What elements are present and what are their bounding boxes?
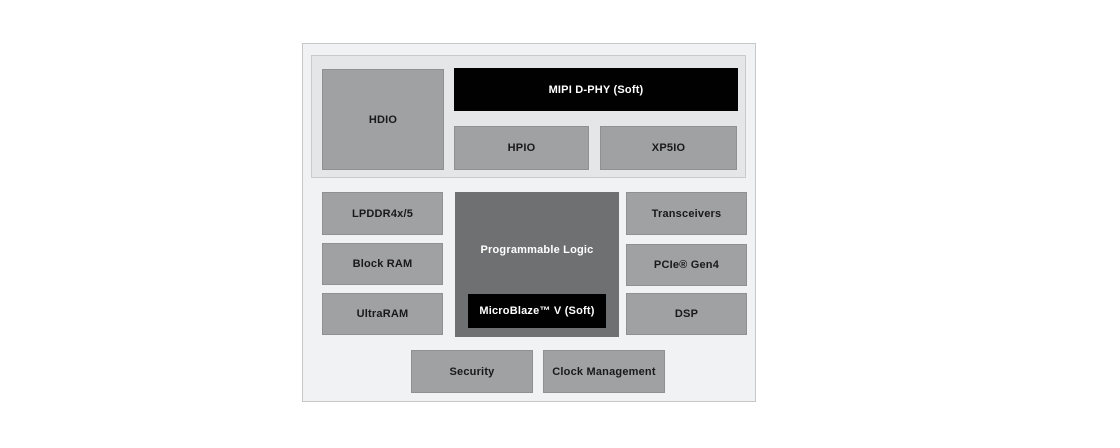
block-mipi-dphy-label: MIPI D-PHY (Soft) (548, 83, 644, 96)
block-hdio-label: HDIO (368, 113, 398, 126)
fpga-block-diagram: HDIO MIPI D-PHY (Soft) HPIO XP5IO LPDDR4… (302, 43, 756, 402)
block-mipi-dphy: MIPI D-PHY (Soft) (454, 68, 738, 111)
programmable-logic-label-area: Programmable Logic (455, 192, 619, 294)
block-pcie-gen4-label: PCIe® Gen4 (653, 259, 720, 271)
io-banks-section: HDIO MIPI D-PHY (Soft) HPIO XP5IO (311, 55, 746, 178)
block-clock-management: Clock Management (543, 350, 665, 393)
block-hdio: HDIO (322, 69, 444, 170)
block-transceivers: Transceivers (626, 192, 747, 235)
block-programmable-logic-label: Programmable Logic (480, 244, 594, 256)
block-ultraram-label: UltraRAM (356, 308, 409, 320)
block-block-ram: Block RAM (322, 243, 443, 285)
block-lpddr4x5: LPDDR4x/5 (322, 192, 443, 235)
block-xp5io-label: XP5IO (651, 142, 686, 154)
block-xp5io: XP5IO (600, 126, 737, 170)
block-dsp-label: DSP (674, 308, 699, 320)
block-transceivers-label: Transceivers (651, 207, 722, 220)
block-dsp: DSP (626, 293, 747, 335)
block-microblaze-v-label: MicroBlaze™ V (Soft) (479, 305, 595, 317)
block-ultraram: UltraRAM (322, 293, 443, 335)
block-security-label: Security (449, 365, 495, 378)
block-pcie-gen4: PCIe® Gen4 (626, 244, 747, 286)
block-microblaze-v: MicroBlaze™ V (Soft) (468, 294, 606, 328)
block-block-ram-label: Block RAM (352, 258, 413, 270)
block-clock-management-label: Clock Management (552, 365, 656, 378)
block-security: Security (411, 350, 533, 393)
block-lpddr4x5-label: LPDDR4x/5 (351, 207, 414, 220)
block-hpio: HPIO (454, 126, 589, 170)
block-hpio-label: HPIO (507, 142, 536, 154)
block-programmable-logic: Programmable Logic MicroBlaze™ V (Soft) (455, 192, 619, 337)
